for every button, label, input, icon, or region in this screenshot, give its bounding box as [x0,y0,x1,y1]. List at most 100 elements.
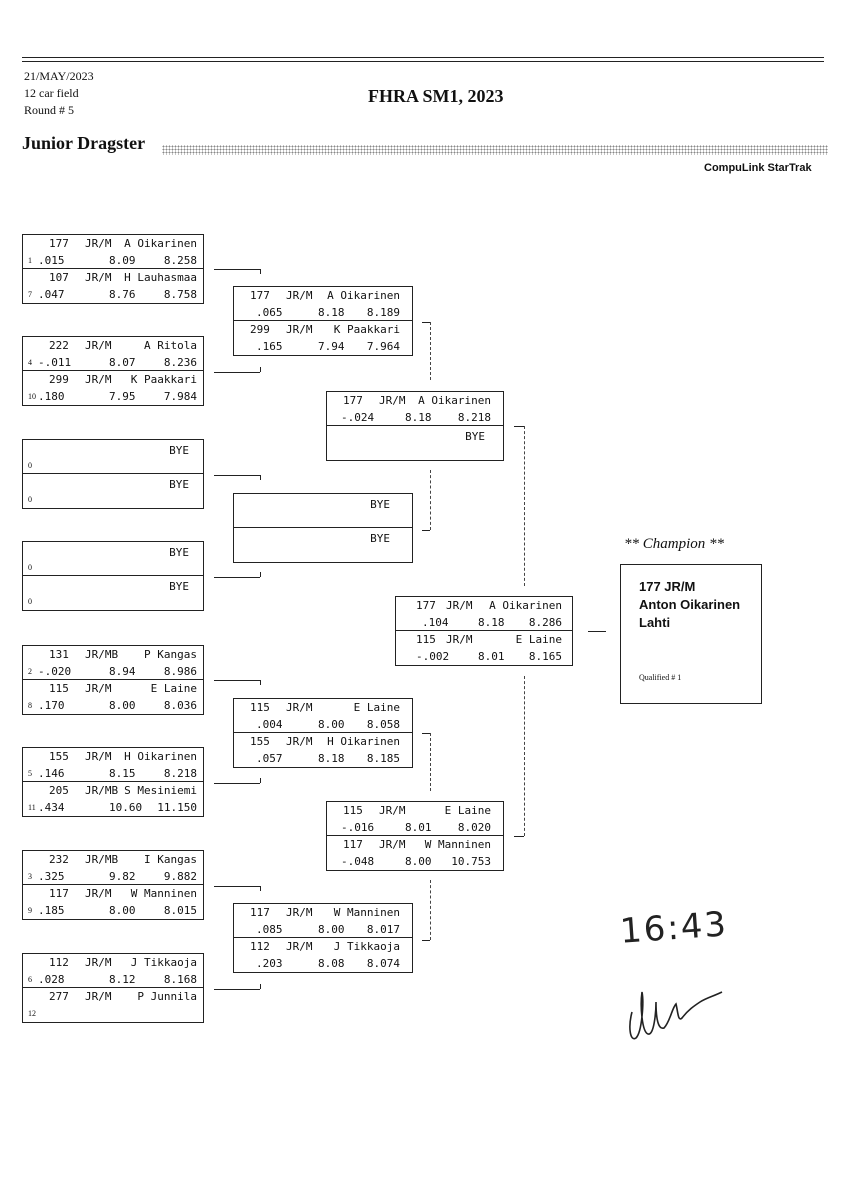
reaction-time: .170 [38,699,65,712]
elapsed-time: 10.60 [109,801,143,814]
round3-pair-2: 115 JR/M E Laine -.016 8.01 8.020 117 JR… [326,801,504,871]
car-number: 299 [49,373,69,386]
driver-name: A Ritola [144,339,197,352]
driver-name: E Laine [515,633,562,646]
reaction-time: .104 [422,616,449,629]
top-rule-2 [22,61,824,62]
car-class: JR/MB [85,784,119,797]
elapsed-time: 9.82 [109,870,136,883]
dial-value: 8.165 [528,650,562,663]
car-number: 112 [250,940,270,953]
top-rule [22,57,824,58]
round1-pair-7: 232 JR/MB I Kangas 3 .325 9.82 9.882 117… [22,850,204,920]
round1-pair-3: BYE 0 BYE 0 [22,439,204,509]
car-class: JR/M [85,990,112,1003]
bye-label: BYE [370,498,390,511]
connector [430,470,431,530]
car-class: JR/MB [85,648,119,661]
lane-bottom: BYE [234,528,412,562]
connector [260,778,261,783]
car-number: 107 [49,271,69,284]
connector [214,577,260,578]
car-class: JR/M [379,394,406,407]
car-class: JR/M [85,373,112,386]
round2-pair-4: 117 JR/M W Manninen .085 8.00 8.017 112 … [233,903,413,973]
elapsed-time: 8.12 [109,973,136,986]
round-number: Round # 5 [24,103,75,117]
dotted-leader [162,145,828,155]
lane-bottom: BYE [327,426,503,460]
connector [524,676,525,836]
field-size: 12 car field [24,86,79,100]
car-class: JR/M [286,940,313,953]
qualifying-position: 6 [28,975,32,984]
qualifying-position: 3 [28,872,32,881]
car-number: 115 [49,682,69,695]
connector [214,372,260,373]
car-class: JR/M [286,289,313,302]
connector [214,680,260,681]
reaction-time: .057 [256,752,283,765]
car-number: 117 [250,906,270,919]
qualifying-position: 7 [28,290,32,299]
driver-name: H Oikarinen [124,750,197,763]
dial-value: 10.753 [451,855,491,868]
elapsed-time: 8.07 [109,356,136,369]
connector [260,680,261,685]
champion-city: Lahti [639,615,671,630]
dial-value: 9.882 [163,870,197,883]
lane-bottom: 299 JR/M K Paakkari .165 7.94 7.964 [234,321,412,355]
car-class: JR/M [85,339,112,352]
connector [422,733,430,734]
bye-label: BYE [465,430,485,443]
champion-qualified: Qualified # 1 [639,673,682,682]
lane-top: 177 JR/M A Oikarinen -.024 8.18 8.218 [327,392,503,426]
bye-label: BYE [169,546,189,559]
reaction-time: .146 [38,767,65,780]
dial-value: 8.185 [366,752,400,765]
car-number: 115 [250,701,270,714]
lane-bottom: 277 JR/M P Junnila 12 [23,988,203,1022]
connector [260,984,261,989]
champion-title: ** Champion ** [624,536,725,552]
reaction-time: -.016 [341,821,375,834]
car-number: 117 [343,838,363,851]
car-number: 177 [343,394,363,407]
round1-pair-8: 112 JR/M J Tikkaoja 6 .028 8.12 8.168 27… [22,953,204,1023]
car-class: JR/M [85,887,112,900]
race-date: 21/MAY/2023 [24,69,94,83]
driver-name: A Oikarinen [124,237,197,250]
car-class: JR/M [379,804,406,817]
reaction-time: .085 [256,923,283,936]
lane-top: 115 JR/M E Laine .004 8.00 8.058 [234,699,412,733]
dial-value: 8.015 [163,904,197,917]
dial-value: 8.189 [366,306,400,319]
dial-value: 8.758 [163,288,197,301]
champion-number-class: 177 JR/M [639,579,696,594]
qualifying-position: 0 [28,597,32,606]
lane-top: 232 JR/MB I Kangas 3 .325 9.82 9.882 [23,851,203,885]
qualifying-position: 5 [28,769,32,778]
reaction-time: -.020 [38,665,72,678]
elapsed-time: 8.94 [109,665,136,678]
connector [260,572,261,577]
car-number: 277 [49,990,69,1003]
elapsed-time: 8.18 [318,306,345,319]
dial-value: 8.218 [457,411,491,424]
driver-name: W Manninen [333,906,400,919]
reaction-time: .015 [38,254,65,267]
elapsed-time: 7.95 [109,390,136,403]
champion-box: 177 JR/M Anton Oikarinen Lahti Qualified… [620,564,762,704]
dial-value: 8.236 [163,356,197,369]
reaction-time: .325 [38,870,65,883]
reaction-time: .047 [38,288,65,301]
champion-name: Anton Oikarinen [639,597,741,612]
car-class: JR/M [85,271,112,284]
driver-name: K Paakkari [130,373,197,386]
elapsed-time: 8.00 [318,923,345,936]
reaction-time: -.002 [416,650,450,663]
lane-bottom: 107 JR/M H Lauhasmaa 7 .047 8.76 8.758 [23,269,203,303]
dial-value: 8.168 [163,973,197,986]
connector [214,989,260,990]
elapsed-time: 7.94 [318,340,345,353]
